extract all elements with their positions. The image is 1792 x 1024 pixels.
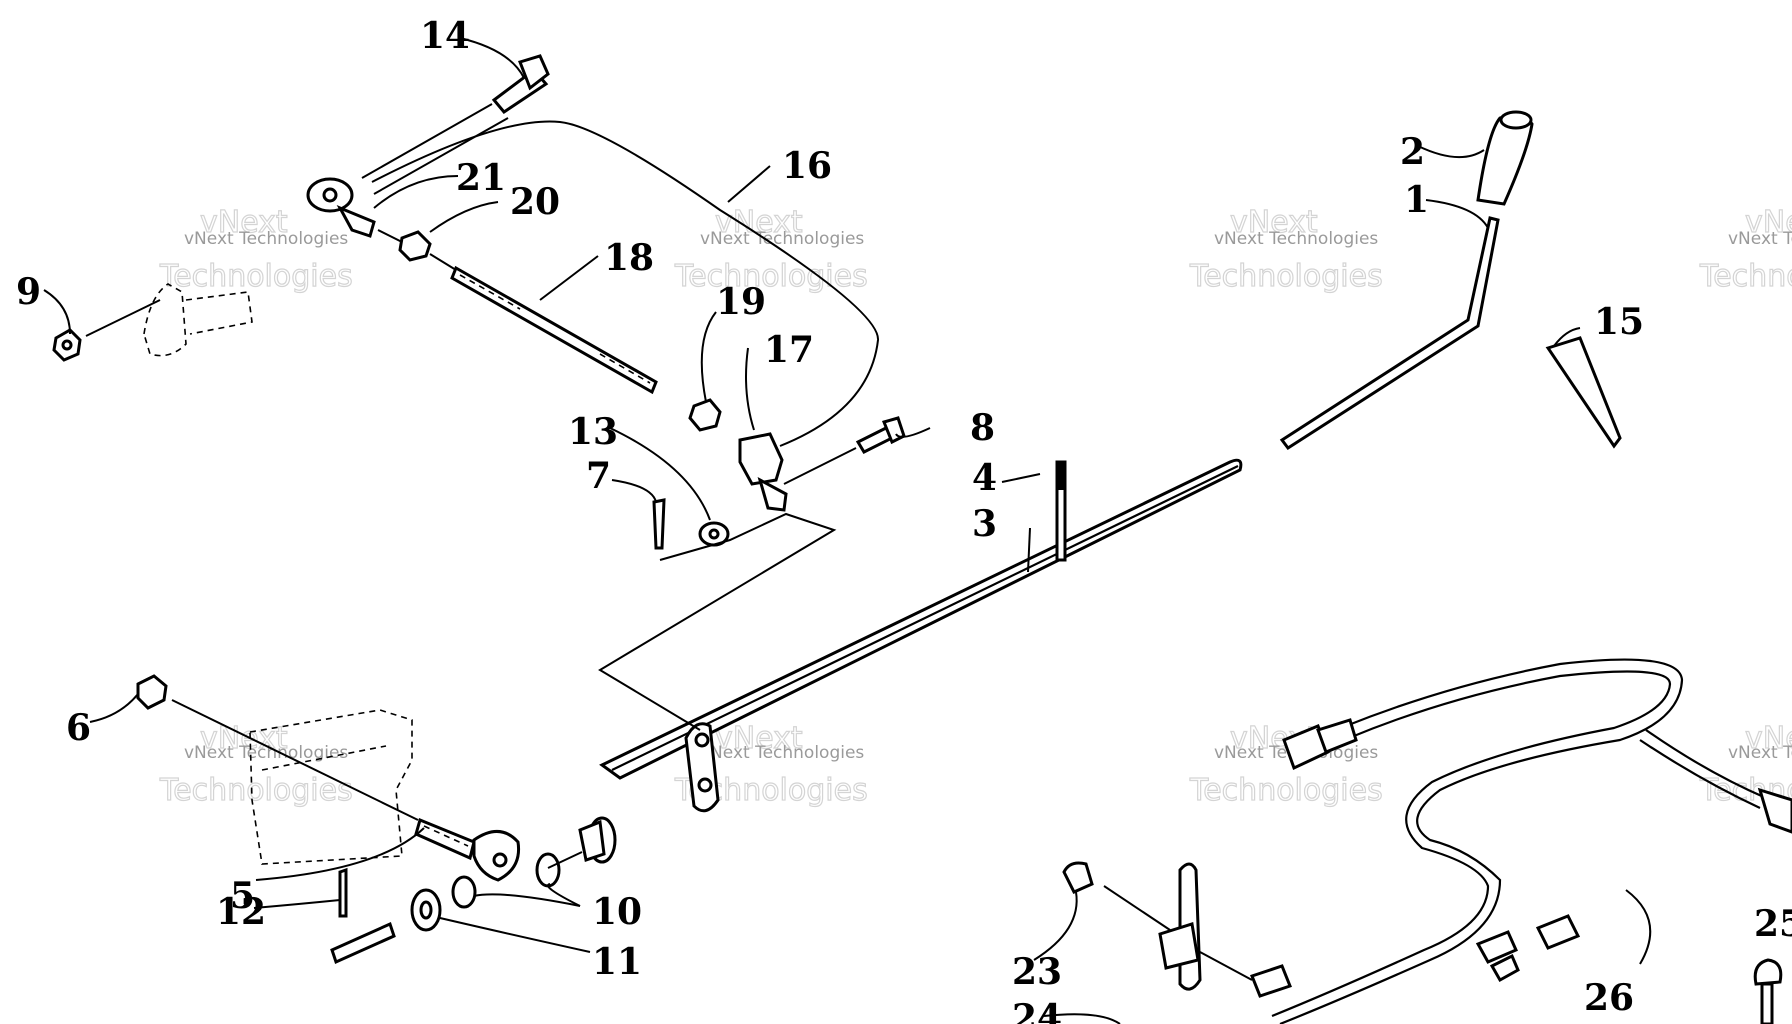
nut-20 bbox=[398, 230, 432, 262]
washer-11 bbox=[410, 888, 442, 932]
shaft-end-collar bbox=[578, 816, 617, 864]
callout-14: 14 bbox=[420, 15, 470, 57]
callout-19: 19 bbox=[716, 281, 766, 323]
bracket-24 bbox=[1158, 862, 1202, 991]
washer-10-upper bbox=[535, 852, 561, 888]
watermark-5: vNext vNext Technologies Technologies bbox=[158, 720, 353, 808]
callout-15: 15 bbox=[1594, 301, 1644, 343]
connector-right bbox=[1757, 787, 1792, 834]
svg-text:vNext Technologies: vNext Technologies bbox=[1728, 743, 1792, 763]
switch-24 bbox=[1250, 964, 1292, 998]
connector-lower-2 bbox=[1475, 930, 1520, 983]
clamp-17 bbox=[738, 432, 788, 512]
callout-1: 1 bbox=[1404, 179, 1429, 221]
watermark-6: vNext vNext Technologies Technologies bbox=[673, 720, 868, 808]
callout-12: 12 bbox=[216, 891, 266, 933]
svg-text:vNext: vNext bbox=[1745, 205, 1792, 240]
watermark-4: vNext vNext Technologies Technologies bbox=[1698, 204, 1792, 294]
watermark-3: vNext vNext Technologies Technologies bbox=[1188, 204, 1383, 294]
watermark-1: vNext vNext Technologies Technologies bbox=[158, 204, 353, 294]
stud-5 bbox=[414, 817, 476, 861]
callout-6: 6 bbox=[66, 707, 91, 749]
callout-3: 3 bbox=[972, 503, 997, 545]
bracket-left bbox=[143, 283, 253, 357]
bolt-14 bbox=[491, 54, 550, 114]
pin-12 bbox=[330, 921, 396, 965]
callout-17: 17 bbox=[764, 329, 814, 371]
watermark-2: vNext vNext Technologies Technologies bbox=[673, 204, 868, 294]
svg-text:Technologies: Technologies bbox=[674, 259, 868, 294]
svg-text:vNext: vNext bbox=[200, 205, 288, 240]
svg-text:Technologies: Technologies bbox=[1189, 259, 1383, 294]
callout-8: 8 bbox=[970, 407, 995, 449]
bracket-lower bbox=[249, 709, 413, 865]
callout-25: 25 bbox=[1754, 903, 1792, 945]
washer-10-lower bbox=[451, 875, 477, 909]
threaded-rod-18 bbox=[450, 265, 658, 395]
svg-text:vNext Technologies: vNext Technologies bbox=[700, 743, 864, 763]
nut-6 bbox=[136, 674, 168, 710]
cotter-pin-12 bbox=[338, 867, 348, 918]
svg-text:vNext Technologies: vNext Technologies bbox=[700, 229, 864, 249]
callout-labels: 1 2 3 4 5 6 7 8 9 10 11 12 13 14 15 16 1… bbox=[16, 15, 1792, 1024]
nut-19 bbox=[688, 398, 722, 432]
callout-18: 18 bbox=[604, 237, 654, 279]
callout-2: 2 bbox=[1400, 131, 1425, 173]
callout-9: 9 bbox=[16, 271, 41, 313]
callout-26: 26 bbox=[1584, 977, 1634, 1019]
svg-text:Technologies: Technologies bbox=[1189, 773, 1383, 808]
nut-9 bbox=[52, 328, 82, 362]
wire-harness bbox=[1271, 658, 1767, 1024]
connector-upper bbox=[1282, 718, 1358, 771]
callout-24: 24 bbox=[1012, 997, 1062, 1024]
rod-end-21 bbox=[306, 177, 376, 238]
callout-leaders bbox=[43, 37, 1652, 1024]
callout-4: 4 bbox=[972, 457, 997, 499]
shaft-lever-plate bbox=[684, 722, 720, 813]
svg-text:vNext Technologies: vNext Technologies bbox=[184, 229, 348, 249]
shift-shaft bbox=[599, 458, 1243, 780]
bolt-25 bbox=[1753, 958, 1783, 1024]
decal bbox=[1545, 336, 1622, 449]
svg-text:vNext Technologies: vNext Technologies bbox=[1728, 229, 1792, 249]
svg-text:vNext: vNext bbox=[1230, 205, 1318, 240]
connector-lower-1 bbox=[1535, 914, 1581, 950]
callout-20: 20 bbox=[510, 181, 560, 223]
svg-text:Technologies: Technologies bbox=[1699, 259, 1792, 294]
rod-end-5 bbox=[472, 830, 521, 882]
callout-23: 23 bbox=[1012, 951, 1062, 993]
callout-21: 21 bbox=[456, 157, 506, 199]
callout-5: 5 bbox=[230, 875, 255, 917]
screw-23 bbox=[1062, 861, 1094, 894]
shift-lever bbox=[1279, 216, 1500, 451]
callout-13: 13 bbox=[568, 411, 618, 453]
washer-13 bbox=[698, 521, 730, 547]
cotter-pin-7 bbox=[652, 498, 666, 550]
callout-11: 11 bbox=[592, 941, 642, 983]
svg-text:Technologies: Technologies bbox=[159, 259, 353, 294]
svg-text:vNext: vNext bbox=[1745, 721, 1792, 756]
shift-knob bbox=[1476, 110, 1534, 206]
svg-text:vNext Technologies: vNext Technologies bbox=[184, 743, 348, 763]
watermarks: vNext vNext Technologies Technologies vN… bbox=[158, 204, 1792, 808]
svg-text:vNext Technologies: vNext Technologies bbox=[1214, 229, 1378, 249]
callout-16: 16 bbox=[782, 145, 832, 187]
svg-text:Technologies: Technologies bbox=[159, 773, 353, 808]
callout-7: 7 bbox=[586, 455, 611, 497]
callout-10: 10 bbox=[592, 891, 642, 933]
link-loop-16 bbox=[371, 120, 880, 447]
shift-pin bbox=[1055, 460, 1067, 562]
svg-text:vNext: vNext bbox=[715, 721, 803, 756]
guide-lines bbox=[85, 103, 1253, 981]
